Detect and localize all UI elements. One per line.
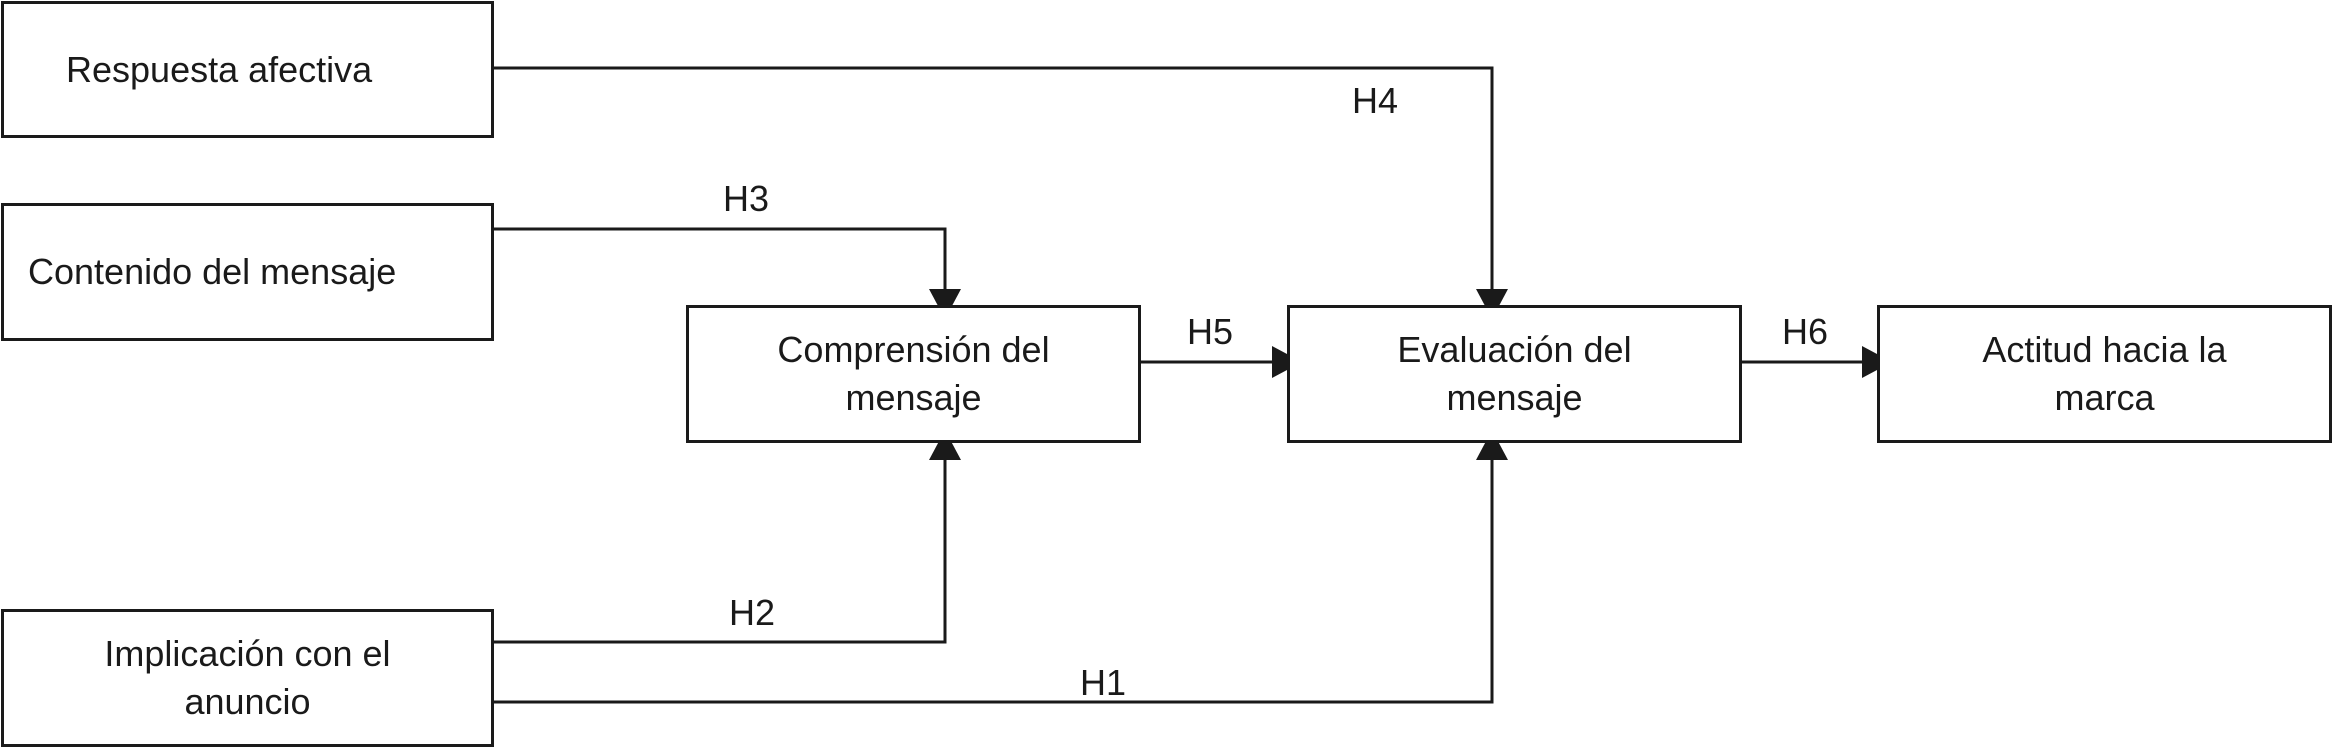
- node-label-implicacion-con-el-anuncio: Implicación con el anuncio: [104, 633, 391, 722]
- node-label-evaluacion-del-mensaje: Evaluación del mensaje: [1397, 329, 1632, 418]
- node-actitud-hacia-la-marca: Actitud hacia la marca: [1877, 305, 2332, 443]
- node-contenido-del-mensaje: Contenido del mensaje: [1, 203, 494, 341]
- edge-h2: [494, 430, 961, 644]
- node-comprension-del-mensaje: Comprensión del mensaje: [686, 305, 1141, 443]
- node-label-actitud-hacia-la-marca: Actitud hacia la marca: [1982, 329, 2227, 418]
- arrowhead-h2: [929, 430, 961, 460]
- arrowhead-h3: [929, 289, 961, 319]
- arrowhead-h4: [1476, 289, 1508, 319]
- edge-line-h1: [494, 460, 1494, 704]
- edge-h1: [494, 430, 1508, 704]
- edge-line-h3: [494, 227, 947, 289]
- node-evaluacion-del-mensaje: Evaluación del mensaje: [1287, 305, 1742, 443]
- edge-label-h6: H6: [1781, 311, 1829, 352]
- node-label-comprension-del-mensaje: Comprensión del mensaje: [777, 329, 1050, 418]
- edge-h4: [494, 66, 1508, 319]
- edge-h3: [494, 227, 961, 319]
- node-respuesta-afectiva: Respuesta afectiva: [1, 1, 494, 138]
- edge-label-h5: H5: [1186, 311, 1234, 352]
- node-implicacion-con-el-anuncio: Implicación con el anuncio: [1, 609, 494, 747]
- node-label-contenido-del-mensaje: Contenido del mensaje: [28, 251, 397, 292]
- edge-line-h2: [494, 460, 947, 644]
- node-label-respuesta-afectiva: Respuesta afectiva: [66, 48, 373, 90]
- edge-label-h3: H3: [722, 178, 770, 219]
- edge-label-h2: H2: [728, 592, 776, 633]
- arrowhead-h1: [1476, 430, 1508, 460]
- edge-line-h4: [494, 66, 1494, 289]
- edge-label-h4: H4: [1351, 80, 1399, 121]
- edge-label-h1: H1: [1079, 662, 1127, 703]
